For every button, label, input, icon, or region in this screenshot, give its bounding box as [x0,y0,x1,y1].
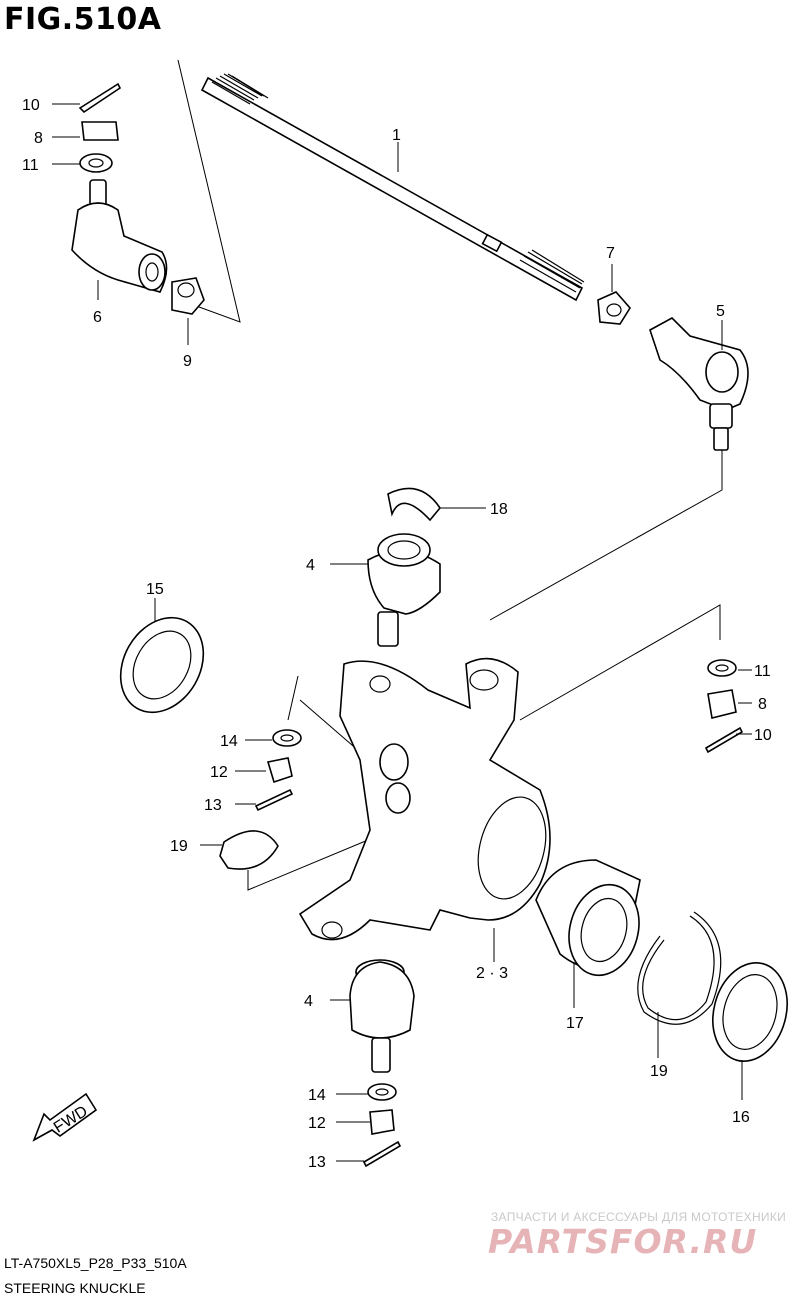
fwd-direction-arrow: FWD [32,1092,98,1142]
leader-lines [52,103,752,1162]
callout-1: 1 [392,127,401,144]
group-bracket-lines [177,59,723,891]
steering-knuckle [298,657,551,941]
callout-6: 6 [93,309,102,326]
callout-19-left: 19 [170,838,188,855]
callout-7: 7 [606,245,615,262]
tie-rod-fasteners-right [704,659,744,754]
lower-ball-joint [349,959,415,1073]
callout-5: 5 [716,303,725,320]
upper-ball-joint [367,487,441,647]
watermark-logo: PARTSFOR.RU [488,1222,758,1261]
circlip-right [637,911,722,1025]
callout-13-mid: 13 [204,797,222,814]
callout-18: 18 [490,501,508,518]
watermark-tagline: ЗАПЧАСТИ И АКСЕССУАРЫ ДЛЯ МОТОТЕХНИКИ [491,1210,787,1224]
upper-left-fasteners [78,82,205,315]
tie-rod [200,73,585,302]
callout-numbers: 10 8 11 1 6 9 7 5 18 4 15 14 12 13 19 11… [22,97,772,1171]
callout-2-3: 2 · 3 [476,965,508,982]
callout-14-mid: 14 [220,733,238,750]
lower-fasteners [362,1083,402,1168]
oil-seal-left [119,616,205,714]
callout-12-mid: 12 [210,764,228,781]
callout-15: 15 [146,581,164,598]
footer-model-code: LT-A750XL5_P28_P33_510A [4,1255,187,1271]
callout-12-low: 12 [308,1115,326,1132]
wheel-bearing [535,859,641,977]
callout-13-low: 13 [308,1154,326,1171]
callout-11-left: 11 [22,157,39,174]
callout-17: 17 [566,1015,584,1032]
callout-9: 9 [183,353,192,370]
callout-4-lower: 4 [304,993,313,1010]
callout-10-right: 10 [754,727,772,744]
callout-11-right: 11 [754,663,771,680]
callout-4-upper: 4 [306,557,315,574]
callout-19-right: 19 [650,1063,668,1080]
callout-10-left: 10 [22,97,40,114]
footer-section-name: STEERING KNUCKLE [4,1280,146,1296]
figure-title: FIG.510A [4,2,162,37]
tie-rod-end-right [597,291,749,451]
oil-seal-right [712,962,788,1062]
knuckle-fasteners-mid [219,729,302,870]
callout-8-left: 8 [34,130,43,147]
callout-16: 16 [732,1109,750,1126]
tie-rod-end-left [71,179,168,293]
callout-8-right: 8 [758,696,767,713]
callout-14-low: 14 [308,1087,326,1104]
